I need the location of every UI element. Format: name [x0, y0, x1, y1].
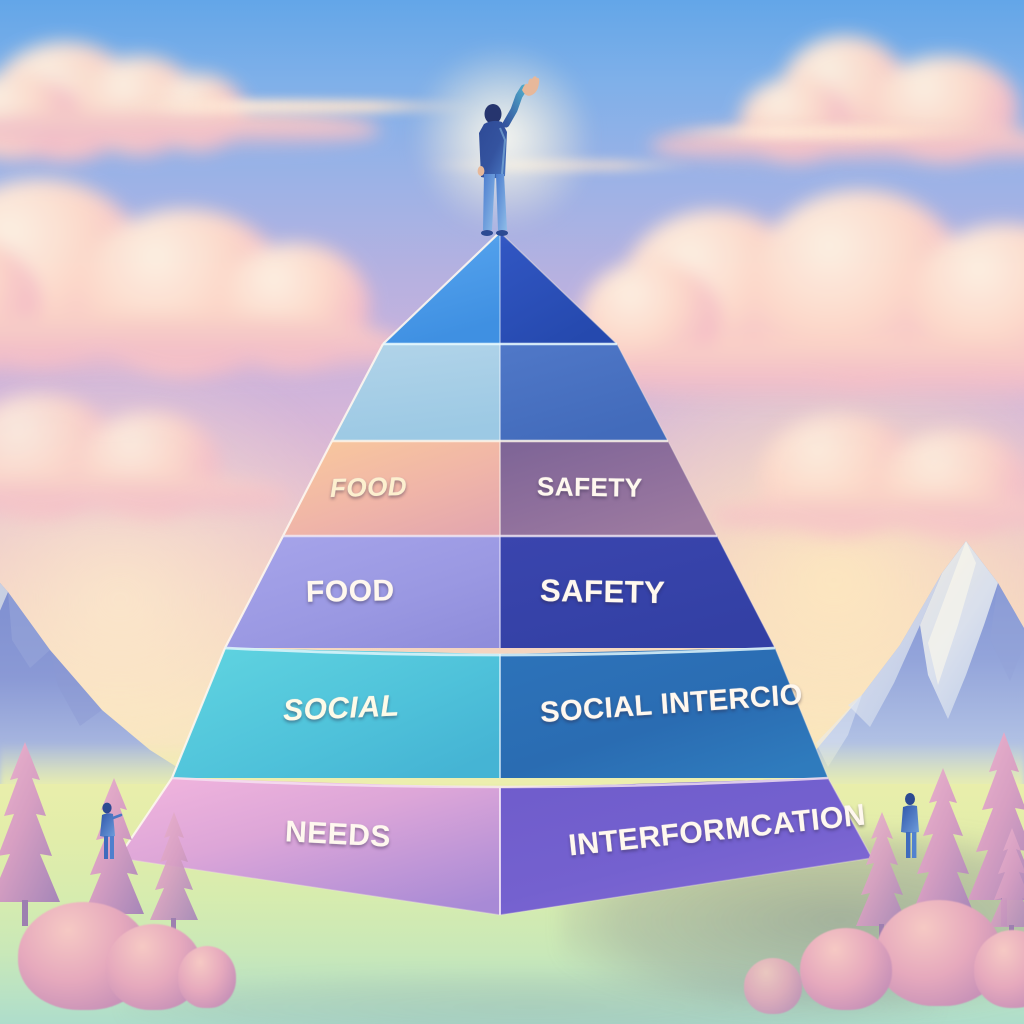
cloud-lower-right: [580, 190, 1024, 430]
bush-right-3: [974, 930, 1024, 1008]
cloud-streak-left: [120, 100, 480, 113]
pyramid-tier-6[interactable]: [117, 776, 873, 916]
pyramid-tier-3[interactable]: [282, 439, 718, 537]
tree-left-3: [150, 812, 198, 938]
tier-4-right-face[interactable]: [500, 536, 775, 648]
left-observer-person[interactable]: [94, 800, 128, 862]
pyramid-tier-5[interactable]: [170, 646, 829, 779]
tree-left-1: [0, 742, 60, 926]
bush-right-2: [800, 928, 892, 1010]
bush-right-4: [744, 958, 802, 1014]
pyramid-tier-1[interactable]: [382, 231, 618, 345]
cloud-lower-left: [0, 165, 420, 395]
bush-left-3: [178, 946, 236, 1008]
cloud-streak-right: [660, 126, 990, 138]
right-observer-person[interactable]: [892, 790, 928, 860]
pyramid-tier-2[interactable]: [331, 342, 669, 442]
tier-6-right-face[interactable]: [500, 778, 872, 915]
tier-5-left-face[interactable]: [172, 648, 500, 778]
summit-person[interactable]: [462, 70, 546, 238]
tier-2-right-face[interactable]: [500, 344, 668, 441]
pyramid-tier-4[interactable]: [224, 534, 776, 649]
cloud-far-right: [700, 400, 1024, 550]
tier-5-right-face[interactable]: [500, 648, 828, 778]
tier-6-left-face[interactable]: [118, 778, 500, 915]
tier-3-left-face[interactable]: [283, 441, 500, 536]
tier-3-right-face[interactable]: [500, 441, 717, 536]
tier-2-left-face[interactable]: [332, 344, 500, 441]
cloud-far-left: [0, 380, 300, 530]
tier-4-left-face[interactable]: [225, 536, 500, 648]
